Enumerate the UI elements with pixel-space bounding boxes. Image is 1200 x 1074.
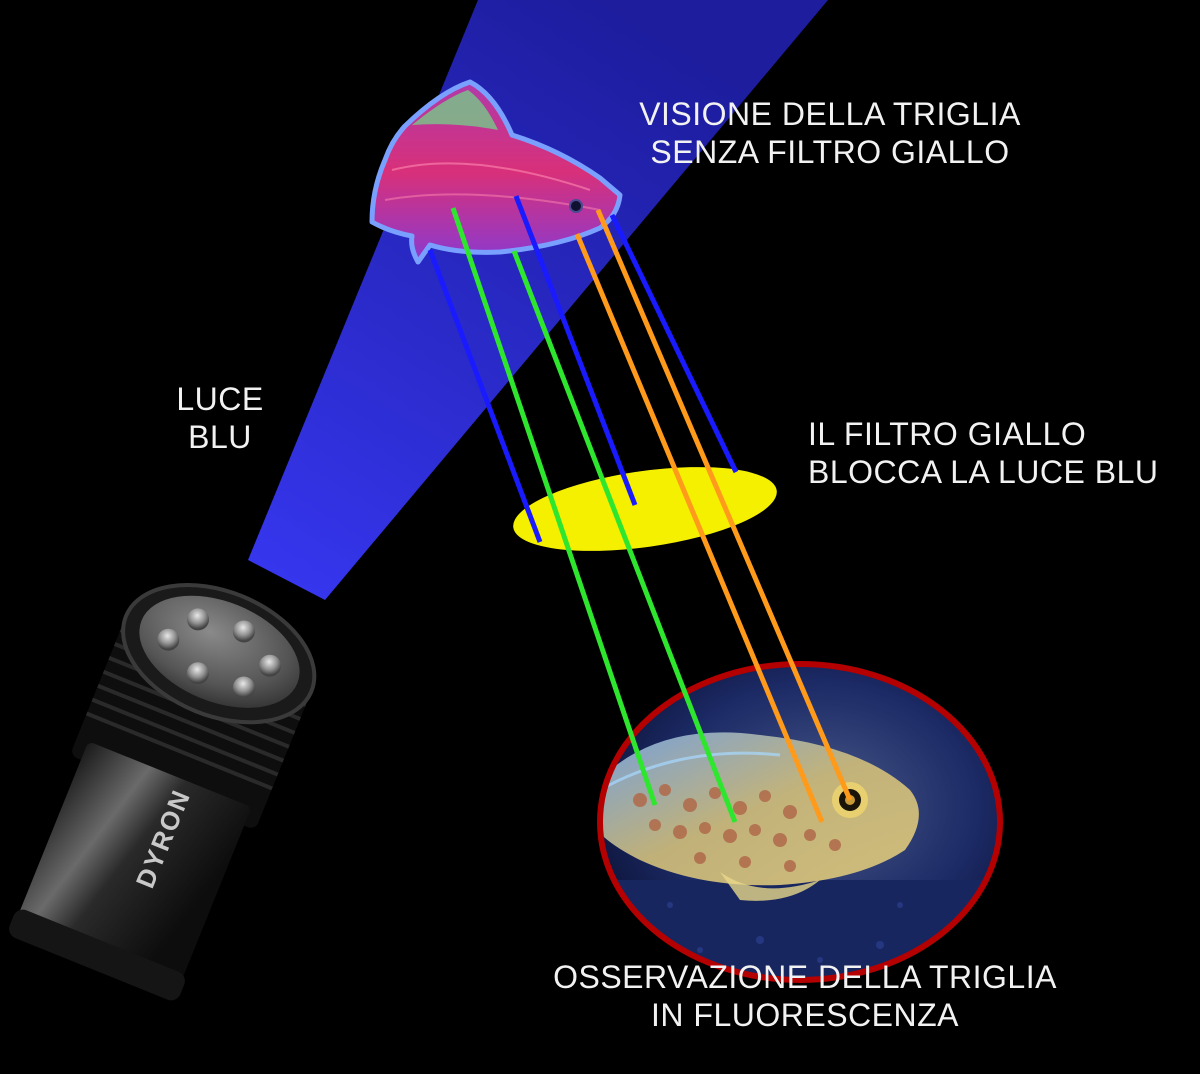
light-rays — [427, 195, 853, 823]
top-fish-eye — [569, 199, 583, 213]
ray-orange-1 — [574, 233, 825, 823]
fluorescence-view — [597, 661, 1003, 983]
torch-lens — [139, 595, 300, 708]
label-fluorescence-line2: IN FLUORESCENZA — [651, 997, 959, 1033]
torch-leds — [157, 608, 281, 699]
ray-blue-1 — [427, 249, 543, 543]
label-yellow-filter: IL FILTRO GIALLO BLOCCA LA LUCE BLU — [808, 415, 1188, 491]
label-view-line1: VISIONE DELLA TRIGLIA — [639, 96, 1021, 132]
label-filter-line1: IL FILTRO GIALLO — [808, 416, 1087, 452]
label-blue-light: LUCE BLU — [160, 380, 280, 456]
ray-green-2 — [511, 250, 738, 823]
label-fluorescence-line1: OSSERVAZIONE DELLA TRIGLIA — [553, 959, 1057, 995]
label-blue-light-line2: BLU — [188, 419, 252, 455]
ray-green-1 — [450, 207, 658, 806]
label-view-without-filter: VISIONE DELLA TRIGLIA SENZA FILTRO GIALL… — [610, 95, 1050, 171]
yellow-filter — [513, 467, 777, 551]
top-fish-illustration — [369, 79, 623, 265]
ray-blue-2 — [513, 195, 638, 506]
label-filter-line2: BLOCCA LA LUCE BLU — [808, 454, 1159, 490]
ray-orange-2 — [595, 209, 853, 801]
label-blue-light-line1: LUCE — [176, 381, 264, 417]
fluorescence-ring — [597, 661, 1003, 983]
blue-light-beam — [248, 0, 828, 600]
label-fluorescence-observation: OSSERVAZIONE DELLA TRIGLIA IN FLUORESCEN… — [520, 958, 1090, 1034]
label-view-line2: SENZA FILTRO GIALLO — [650, 134, 1010, 170]
ray-blue-3 — [609, 213, 739, 474]
dyron-torch — [9, 583, 317, 1001]
